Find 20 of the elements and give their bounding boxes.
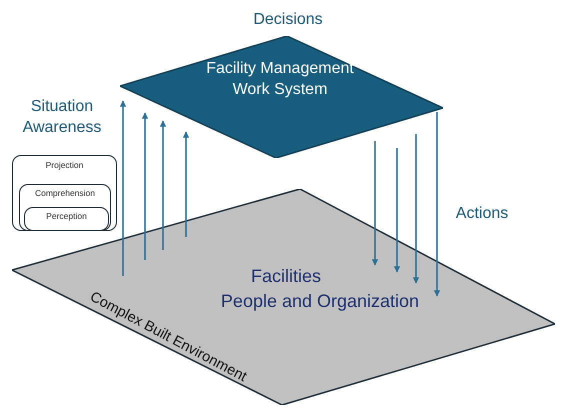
box-label: Comprehension: [34, 188, 96, 198]
rounded-box: [19, 184, 111, 231]
arrow: [182, 131, 190, 237]
annotation-label: Actions: [454, 204, 510, 224]
rounded-box: [24, 207, 109, 231]
box-label: Projection: [44, 160, 84, 170]
plane-label: Facility Management Work System: [205, 59, 355, 100]
arrow: [412, 134, 420, 284]
annotation-label: Situation Awareness: [22, 96, 102, 138]
box-label: Perception: [45, 211, 88, 221]
arrow: [372, 141, 378, 266]
annotation-label: Decisions: [252, 10, 324, 30]
arrow: [120, 100, 126, 276]
arrow: [434, 112, 440, 297]
arrow: [142, 112, 148, 260]
arrow: [394, 148, 400, 273]
plane-label: Facilities: [250, 264, 322, 288]
arrow: [160, 120, 166, 250]
plane-label: People and Organization: [220, 290, 420, 313]
rounded-box: [12, 155, 117, 231]
